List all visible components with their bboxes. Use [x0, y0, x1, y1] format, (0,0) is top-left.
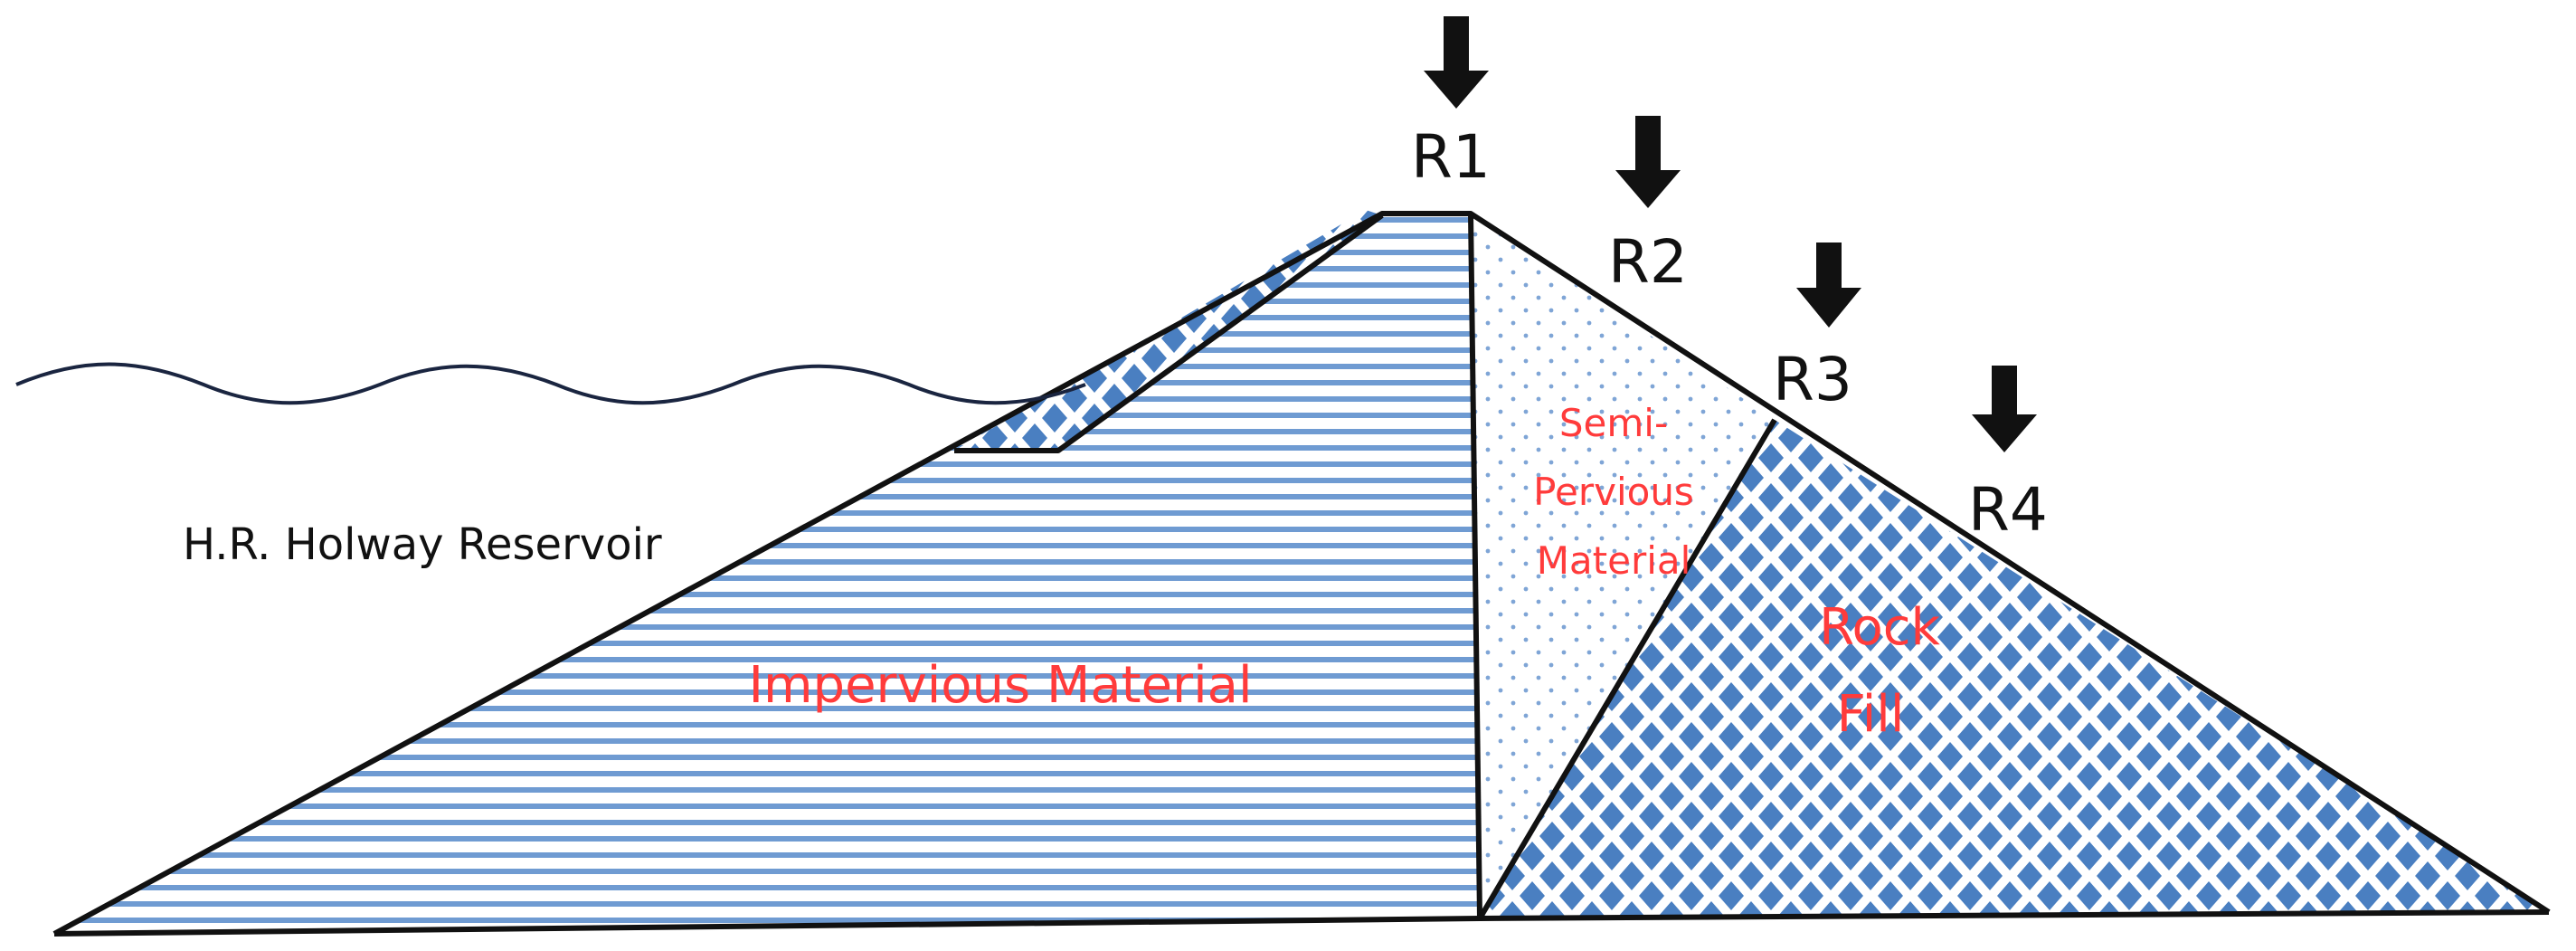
impervious-core-zone [54, 214, 1480, 934]
semi-pervious-label-line2: Pervious [1533, 470, 1694, 514]
station-r1-arrow-icon [1424, 16, 1489, 109]
rock-fill-label-line1: Rock [1819, 598, 1940, 657]
station-r3-arrow-icon [1796, 243, 1861, 328]
semi-pervious-label-line3: Material [1537, 538, 1691, 583]
station-r2-arrow-icon [1615, 116, 1681, 208]
rock-fill-zone [1480, 420, 2549, 918]
station-r4-arrow-icon [1972, 366, 2037, 452]
semi-pervious-label-line1: Semi- [1559, 401, 1668, 445]
semi-pervious-zone [1471, 214, 1775, 918]
station-r4-label: R4 [1968, 475, 2048, 545]
station-r2-label: R2 [1608, 227, 1688, 297]
station-arrows [1424, 16, 2037, 452]
station-r1-label: R1 [1411, 122, 1491, 192]
reservoir-water-surface [15, 362, 1086, 405]
dam-outline [52, 211, 2551, 937]
station-r3-label: R3 [1773, 345, 1852, 414]
rock-fill-label-line2: Fill [1837, 685, 1905, 744]
reservoir-label: H.R. Holway Reservoir [183, 519, 662, 570]
impervious-material-label: Impervious Material [748, 656, 1252, 715]
